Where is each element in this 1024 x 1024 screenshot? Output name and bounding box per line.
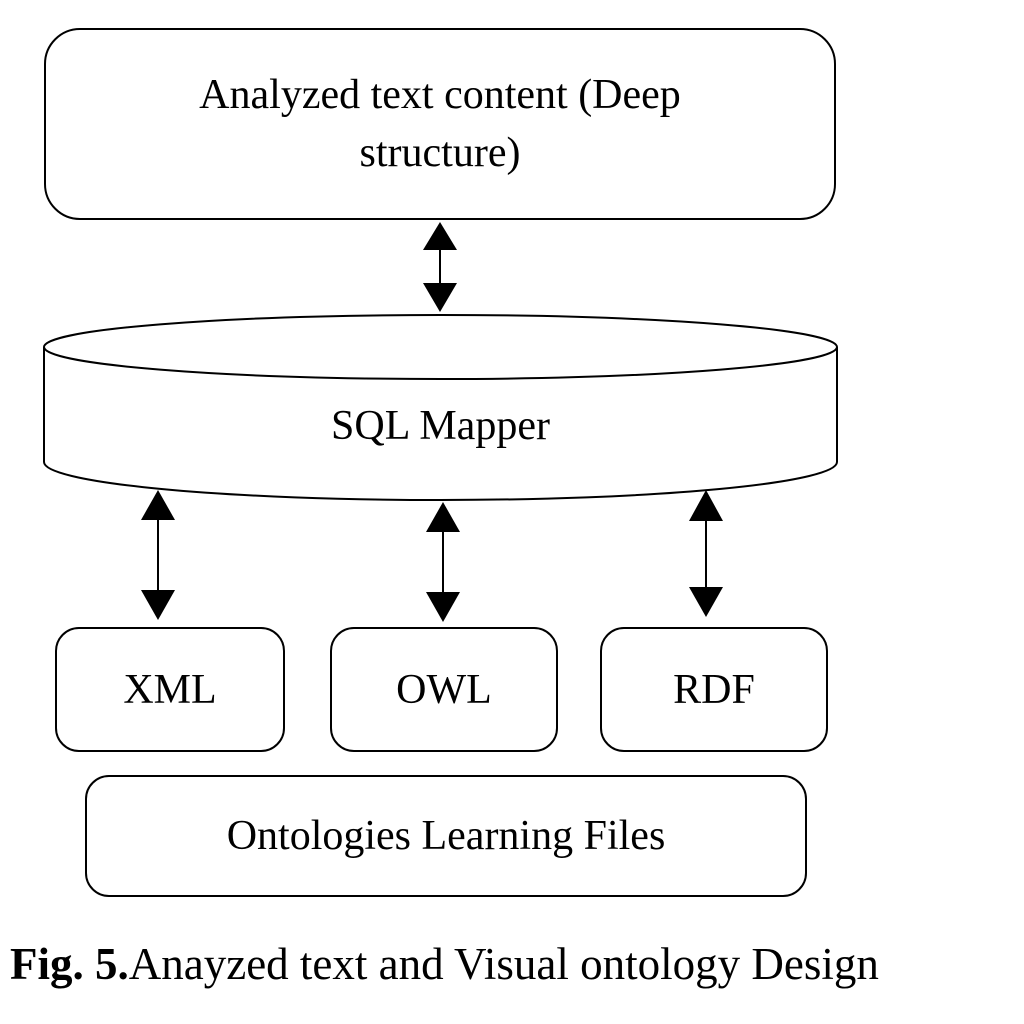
ontologies-learning-files-box: Ontologies Learning Files bbox=[85, 775, 807, 897]
analyzed-text-line2: structure) bbox=[359, 130, 521, 176]
rdf-box: RDF bbox=[600, 627, 828, 752]
owl-label: OWL bbox=[396, 666, 492, 713]
analyzed-text-box: Analyzed text content (Deep structure) bbox=[44, 28, 836, 220]
figure-caption-text: Anayzed text and Visual ontology Design bbox=[128, 939, 879, 989]
sql-mapper-label: SQL Mapper bbox=[331, 403, 550, 449]
sql-mapper-cylinder bbox=[43, 314, 838, 501]
arrow-top-to-mapper bbox=[423, 222, 457, 312]
ontologies-learning-files-label: Ontologies Learning Files bbox=[226, 813, 666, 859]
figure-caption: Fig. 5.Anayzed text and Visual ontology … bbox=[10, 934, 1024, 994]
figure-number: Fig. 5. bbox=[10, 939, 129, 989]
xml-box: XML bbox=[55, 627, 285, 752]
xml-label: XML bbox=[123, 666, 217, 713]
cylinder-top bbox=[43, 314, 838, 380]
arrow-mapper-to-rdf bbox=[689, 490, 723, 617]
arrow-mapper-to-owl bbox=[426, 502, 460, 622]
arrow-mapper-to-xml bbox=[141, 490, 175, 620]
cylinder-body bbox=[43, 347, 838, 501]
rdf-label: RDF bbox=[673, 666, 755, 713]
owl-box: OWL bbox=[330, 627, 558, 752]
analyzed-text-line1: Analyzed text content (Deep bbox=[199, 72, 681, 118]
